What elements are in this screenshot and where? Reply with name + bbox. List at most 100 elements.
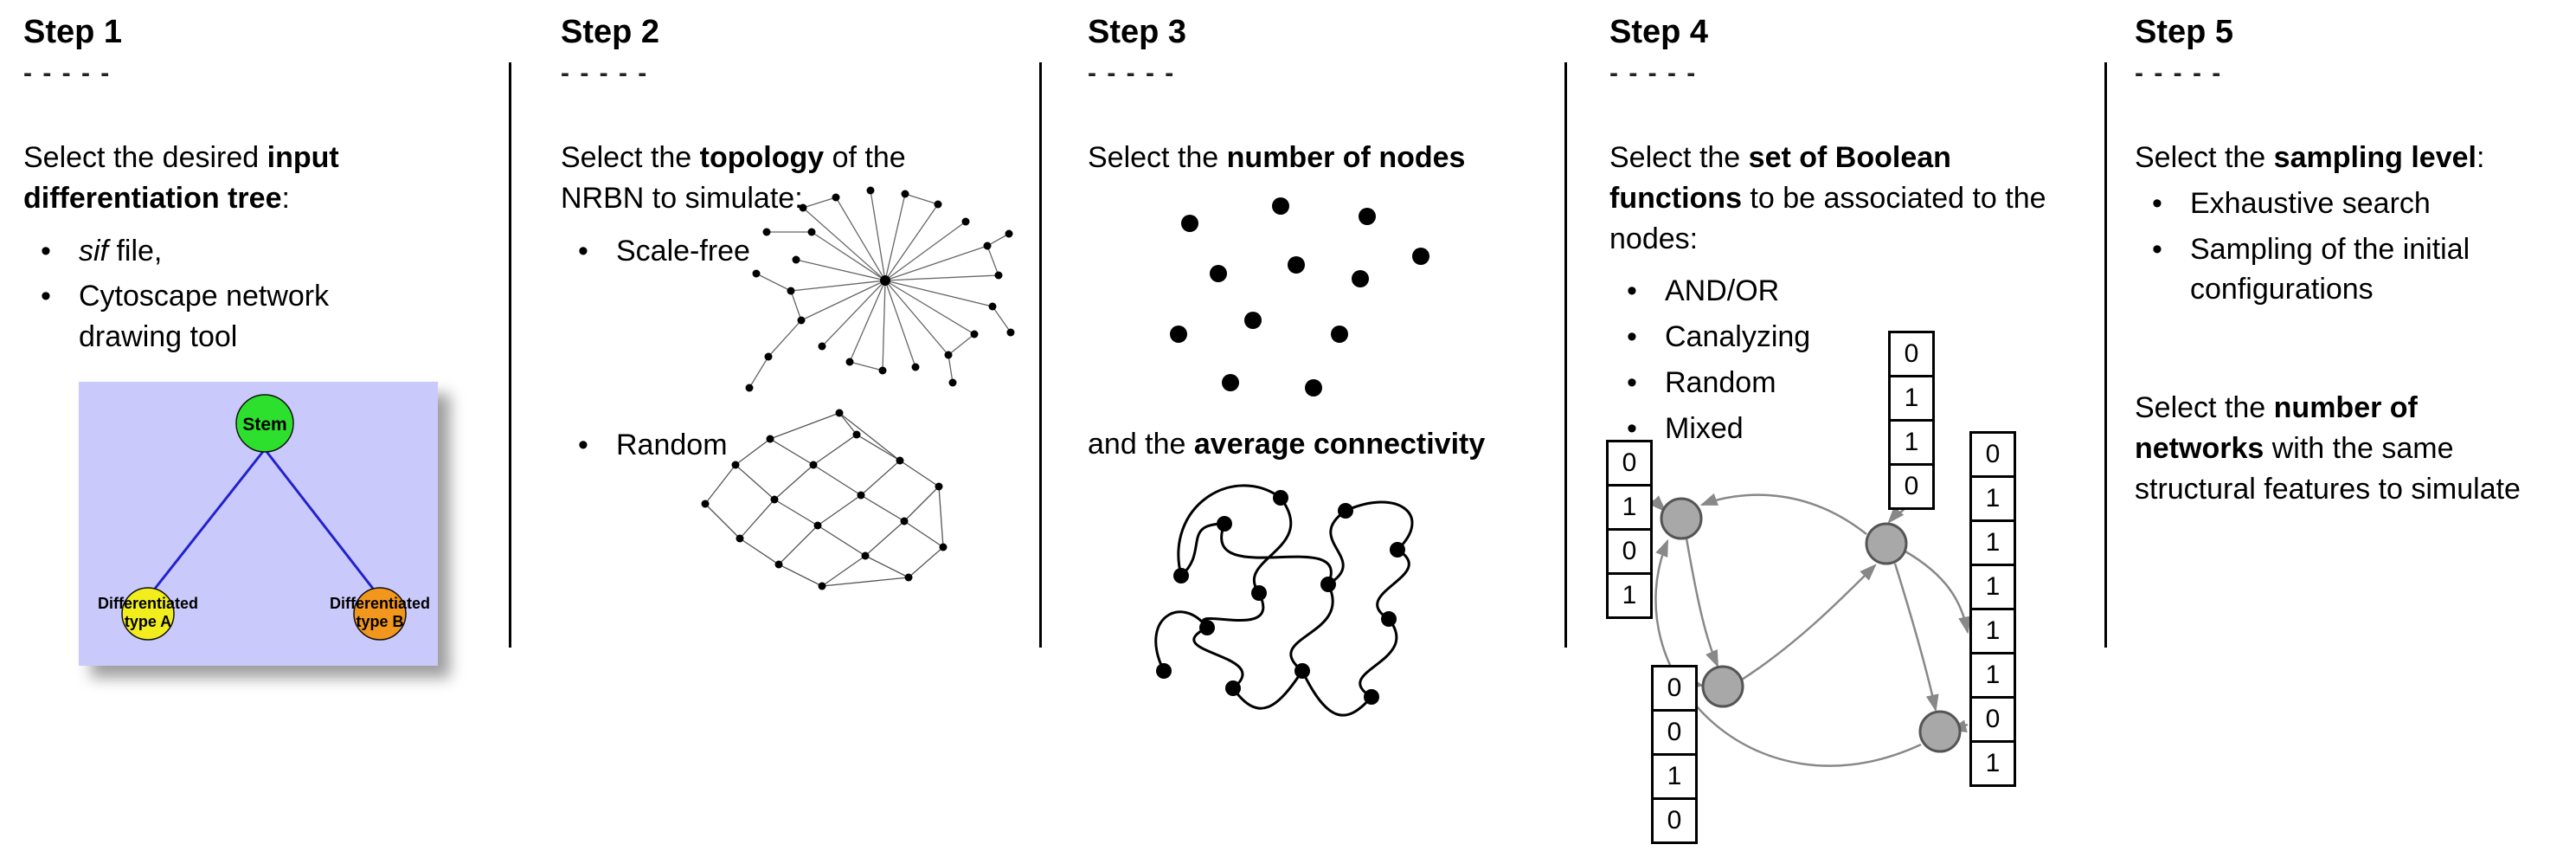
truth-table-cell: 1 xyxy=(1969,564,2016,610)
step2-bullet-scale-free: Scale-free xyxy=(561,231,993,272)
truth-table-cell: 0 xyxy=(1651,797,1698,844)
tree-edge-b xyxy=(263,448,378,594)
truth-table-cell: 1 xyxy=(1606,484,1653,531)
step4-bullet-random: Random xyxy=(1609,363,2068,403)
bn-node-3 xyxy=(1701,665,1744,708)
column-step3: Step 3 - - - - - Select the number of no… xyxy=(1088,14,1559,477)
truth-table-left: 0 1 0 1 xyxy=(1606,440,1653,619)
boolean-network-nodes xyxy=(1660,497,1962,753)
differentiation-tree-illustration: Stem Differentiated type A Differentiate… xyxy=(79,382,438,666)
step1-intro-pre: Select the desired xyxy=(23,140,267,174)
step4-intro-bold: set of Boolean functions xyxy=(1609,140,1951,215)
step3-line2-bold: average connectivity xyxy=(1193,427,1486,461)
scale-free-edges xyxy=(748,190,1012,389)
type-a-node xyxy=(121,587,175,641)
type-b-node xyxy=(353,587,407,641)
step1-intro: Select the desired input differentiation… xyxy=(23,138,439,219)
tangled-nodes xyxy=(1156,490,1405,705)
divider-1 xyxy=(509,62,511,648)
step2-title: Step 2 xyxy=(561,14,660,50)
truth-table-cell: 0 xyxy=(1606,440,1653,487)
step2-bullet-random: Random xyxy=(561,425,993,466)
type-b-label-line1: Differentiated xyxy=(330,595,430,612)
step3-line1-pre: Select the xyxy=(1088,140,1227,174)
truth-table-cell: 1 xyxy=(1969,519,2016,566)
step5-bullet-exhaustive: Exhaustive search xyxy=(2135,184,2541,224)
step1-bullet-cytoscape: Cytoscape network drawing tool xyxy=(23,276,439,358)
scale-free-network-svg xyxy=(745,186,1015,392)
step2-intro-pre: Select the xyxy=(561,140,700,174)
step3-line2: and the average connectivity xyxy=(1088,424,1559,465)
truth-table-cell: 1 xyxy=(1969,740,2016,787)
step2-intro-bold: topology xyxy=(699,140,825,174)
column-step2: Step 2 - - - - - Select the topology of … xyxy=(561,14,993,471)
divider-4 xyxy=(2104,62,2107,648)
step3-title: Step 3 xyxy=(1088,14,1187,50)
step3-line2-pre: and the xyxy=(1088,427,1194,461)
column-step4: Step 4 - - - - - Select the set of Boole… xyxy=(1609,14,2068,455)
step5-second: Select the number of networks with the s… xyxy=(2135,388,2541,510)
step5-second-pre: Select the xyxy=(2135,391,2274,425)
average-connectivity-illustration xyxy=(1129,472,1458,749)
truth-table-cell: 1 xyxy=(1606,572,1653,619)
step5-intro-post: : xyxy=(2476,140,2485,174)
truth-table-cell: 1 xyxy=(1969,475,2016,522)
differentiation-tree-svg: Stem Differentiated type A Differentiate… xyxy=(79,382,438,666)
truth-table-cell: 0 xyxy=(1606,528,1653,575)
scale-free-network-illustration xyxy=(742,184,1015,409)
stem-node xyxy=(235,394,294,453)
step4-intro: Select the set of Boolean functions to b… xyxy=(1609,138,2068,260)
truth-table-top: 0 1 1 0 xyxy=(1888,331,1935,510)
random-network-illustration xyxy=(688,400,973,616)
step5-intro: Select the sampling level: xyxy=(2135,138,2541,178)
tangled-edges xyxy=(1154,484,1414,717)
type-a-label-line1: Differentiated xyxy=(98,595,198,612)
step5-second-post: with the same structural features to sim… xyxy=(2135,432,2521,506)
step2-dashes: - - - - - xyxy=(561,58,649,87)
random-nodes xyxy=(701,409,948,590)
random-edges xyxy=(704,412,944,587)
step3-line1: Select the number of nodes xyxy=(1088,138,1559,178)
step5-second-bold: number of networks xyxy=(2135,391,2418,466)
truth-table-cell: 0 xyxy=(1969,431,2016,478)
step1-sif-word: sif xyxy=(79,234,108,268)
scattered-nodes-svg xyxy=(1170,197,1429,396)
step3-line1-bold: number of nodes xyxy=(1226,140,1466,174)
step2-intro-post: of the NRBN to simulate: xyxy=(561,140,906,215)
truth-table-cell: 0 xyxy=(1969,696,2016,743)
step5-title: Step 5 xyxy=(2135,14,2234,50)
truth-table-cell: 0 xyxy=(1888,331,1935,377)
truth-table-cell: 1 xyxy=(1969,608,2016,654)
truth-table-cell: 0 xyxy=(1651,709,1698,756)
boolean-network-illustration xyxy=(1622,463,2038,831)
scattered-nodes-illustration xyxy=(1151,189,1445,414)
bn-node-2 xyxy=(1865,522,1908,565)
tree-edge-a xyxy=(150,448,267,594)
step5-intro-pre: Select the xyxy=(2135,140,2274,174)
step4-bullet-mixed: Mixed xyxy=(1609,409,2068,449)
step4-intro-pre: Select the xyxy=(1609,140,1749,174)
step5-intro-bold: sampling level xyxy=(2273,140,2476,174)
step1-title: Step 1 xyxy=(23,14,123,50)
divider-2 xyxy=(1039,62,1042,648)
column-step1: Step 1 - - - - - Select the desired inpu… xyxy=(23,14,439,363)
step1-bullet-sif: sif file, xyxy=(23,231,439,272)
step1-intro-bold: input differentiation tree xyxy=(23,140,339,215)
step5-dashes: - - - - - xyxy=(2135,58,2223,87)
tangled-network-svg xyxy=(1154,484,1414,717)
step5-bullet-sampling: Sampling of the initial configurations xyxy=(2135,229,2541,311)
random-network-svg xyxy=(701,409,948,590)
truth-table-bottom-left: 0 0 1 0 xyxy=(1651,665,1698,844)
boolean-network-svg xyxy=(1647,493,1971,767)
bn-node-4 xyxy=(1918,710,1962,753)
column-step5: Step 5 - - - - - Select the sampling lev… xyxy=(2135,14,2541,522)
stem-label: Stem xyxy=(242,415,286,435)
step4-dashes: - - - - - xyxy=(1609,58,1698,87)
step4-intro-post: to be associated to the nodes: xyxy=(1609,181,2046,255)
step1-intro-post: : xyxy=(281,181,290,215)
type-b-label-line2: type B xyxy=(356,613,403,630)
step4-bullet-canalyzing: Canalyzing xyxy=(1609,317,2068,358)
truth-table-right: 0 1 1 1 1 1 0 1 xyxy=(1969,431,2016,787)
divider-3 xyxy=(1564,62,1567,648)
